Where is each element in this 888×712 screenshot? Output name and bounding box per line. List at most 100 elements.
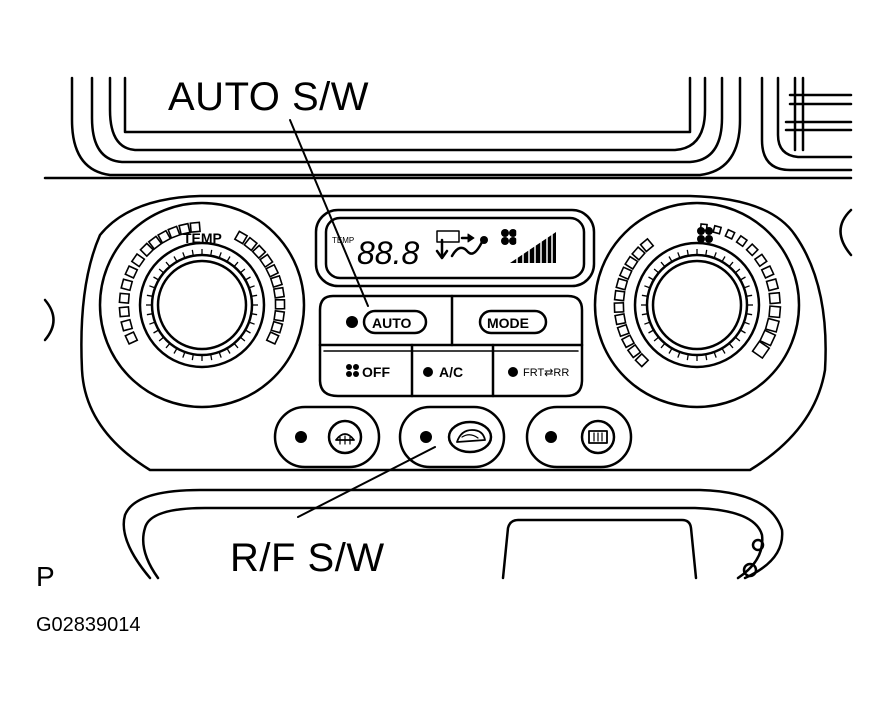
scale-mark bbox=[614, 313, 627, 326]
scale-mark bbox=[760, 264, 775, 280]
grip-tick bbox=[648, 329, 655, 334]
grip-tick bbox=[146, 294, 153, 297]
grip-tick bbox=[721, 256, 726, 263]
scale-mark bbox=[130, 252, 146, 268]
scale-mark bbox=[699, 223, 708, 232]
scale-mark bbox=[147, 235, 163, 251]
grip-tick bbox=[668, 256, 673, 263]
auto-label: AUTO bbox=[372, 315, 412, 331]
grip-tick bbox=[686, 249, 689, 256]
grip-tick bbox=[248, 285, 255, 289]
scale-mark bbox=[631, 246, 646, 261]
rear-defrost-button[interactable] bbox=[525, 405, 633, 469]
fan-knob-right[interactable] bbox=[593, 201, 801, 409]
scale-mark bbox=[273, 309, 286, 322]
grip-tick bbox=[677, 351, 681, 358]
recirculation-car-icon bbox=[456, 429, 486, 443]
auto-switch[interactable] bbox=[362, 309, 428, 335]
scale-mark bbox=[167, 225, 181, 240]
scale-mark bbox=[615, 277, 629, 291]
dash-edge-left bbox=[43, 298, 55, 342]
mode-switch[interactable] bbox=[478, 309, 548, 335]
grip-tick bbox=[739, 329, 746, 334]
scale-mark bbox=[765, 278, 780, 292]
grip-tick bbox=[660, 342, 666, 349]
scale-mark bbox=[768, 305, 782, 319]
grip-tick bbox=[705, 354, 708, 361]
scale-mark bbox=[269, 274, 284, 289]
temp-label: TEMP bbox=[183, 230, 222, 246]
scale-mark bbox=[120, 278, 134, 292]
scale-mark bbox=[243, 236, 259, 252]
grip-tick bbox=[743, 321, 750, 325]
figure-code: G02839014 bbox=[36, 614, 141, 636]
grip-tick bbox=[713, 252, 717, 259]
lcd-defrost-icon bbox=[436, 230, 460, 243]
grip-tick bbox=[713, 351, 717, 358]
front-defrost-button[interactable] bbox=[273, 405, 381, 469]
scale-mark bbox=[764, 317, 781, 333]
scale-mark bbox=[270, 320, 284, 334]
grip-tick bbox=[746, 313, 753, 316]
scale-mark bbox=[634, 352, 650, 368]
grip-tick bbox=[728, 261, 734, 268]
lower-console bbox=[122, 488, 784, 580]
grip-tick bbox=[660, 261, 666, 268]
fan-scale-marks bbox=[613, 223, 782, 368]
scale-mark bbox=[616, 323, 631, 338]
scale-mark bbox=[745, 243, 759, 257]
grip-tick bbox=[146, 313, 153, 316]
lcd-temp-label: TEMP bbox=[332, 236, 354, 245]
scale-mark bbox=[118, 292, 131, 304]
grip-tick bbox=[746, 294, 753, 297]
grip-tick bbox=[677, 252, 681, 259]
grip-tick bbox=[743, 285, 750, 289]
grip-tick bbox=[165, 342, 171, 349]
air-vent bbox=[760, 76, 853, 172]
grip-tick bbox=[686, 354, 689, 361]
grip-tick bbox=[191, 354, 194, 361]
lcd-display bbox=[314, 208, 596, 288]
indicator-dots bbox=[295, 236, 557, 443]
grip-tick bbox=[721, 347, 726, 354]
scale-mark bbox=[265, 263, 280, 278]
ac-label: A/C bbox=[439, 364, 463, 380]
scale-mark bbox=[768, 291, 781, 305]
scale-mark bbox=[124, 330, 139, 346]
leader-line-rf bbox=[297, 446, 436, 518]
grip-tick bbox=[244, 276, 251, 281]
grip-tick bbox=[182, 351, 186, 358]
grip-tick bbox=[210, 354, 213, 361]
scale-mark bbox=[712, 224, 723, 235]
grip-tick bbox=[210, 249, 213, 256]
grip-tick bbox=[641, 294, 648, 297]
grip-tick bbox=[233, 261, 239, 268]
scale-mark bbox=[272, 286, 286, 299]
scale-mark bbox=[626, 343, 642, 359]
grip-tick bbox=[648, 276, 655, 281]
grip-tick bbox=[739, 276, 746, 281]
scale-mark bbox=[735, 234, 749, 248]
grip-tick bbox=[226, 256, 231, 263]
fan-icon-right bbox=[697, 227, 713, 243]
callout-auto-sw: AUTO S/W bbox=[168, 75, 370, 119]
recirculation-button[interactable] bbox=[398, 405, 506, 469]
grip-tick bbox=[705, 249, 708, 256]
footer-letter: P bbox=[36, 561, 55, 592]
grip-tick bbox=[182, 252, 186, 259]
grip-tick bbox=[153, 329, 160, 334]
temp-knob-grip bbox=[146, 249, 258, 361]
scale-mark bbox=[265, 330, 280, 346]
grip-tick bbox=[251, 313, 258, 316]
lcd-fan-bar-gaps bbox=[516, 230, 553, 265]
scale-mark bbox=[624, 255, 639, 271]
scale-mark bbox=[178, 222, 191, 236]
leader-line-auto bbox=[289, 119, 369, 307]
grip-tick bbox=[158, 336, 165, 342]
grip-tick bbox=[644, 321, 651, 325]
panel-bezel bbox=[80, 194, 827, 472]
temp-scale-marks bbox=[118, 221, 286, 346]
grip-tick bbox=[173, 256, 178, 263]
grip-tick bbox=[644, 285, 651, 289]
